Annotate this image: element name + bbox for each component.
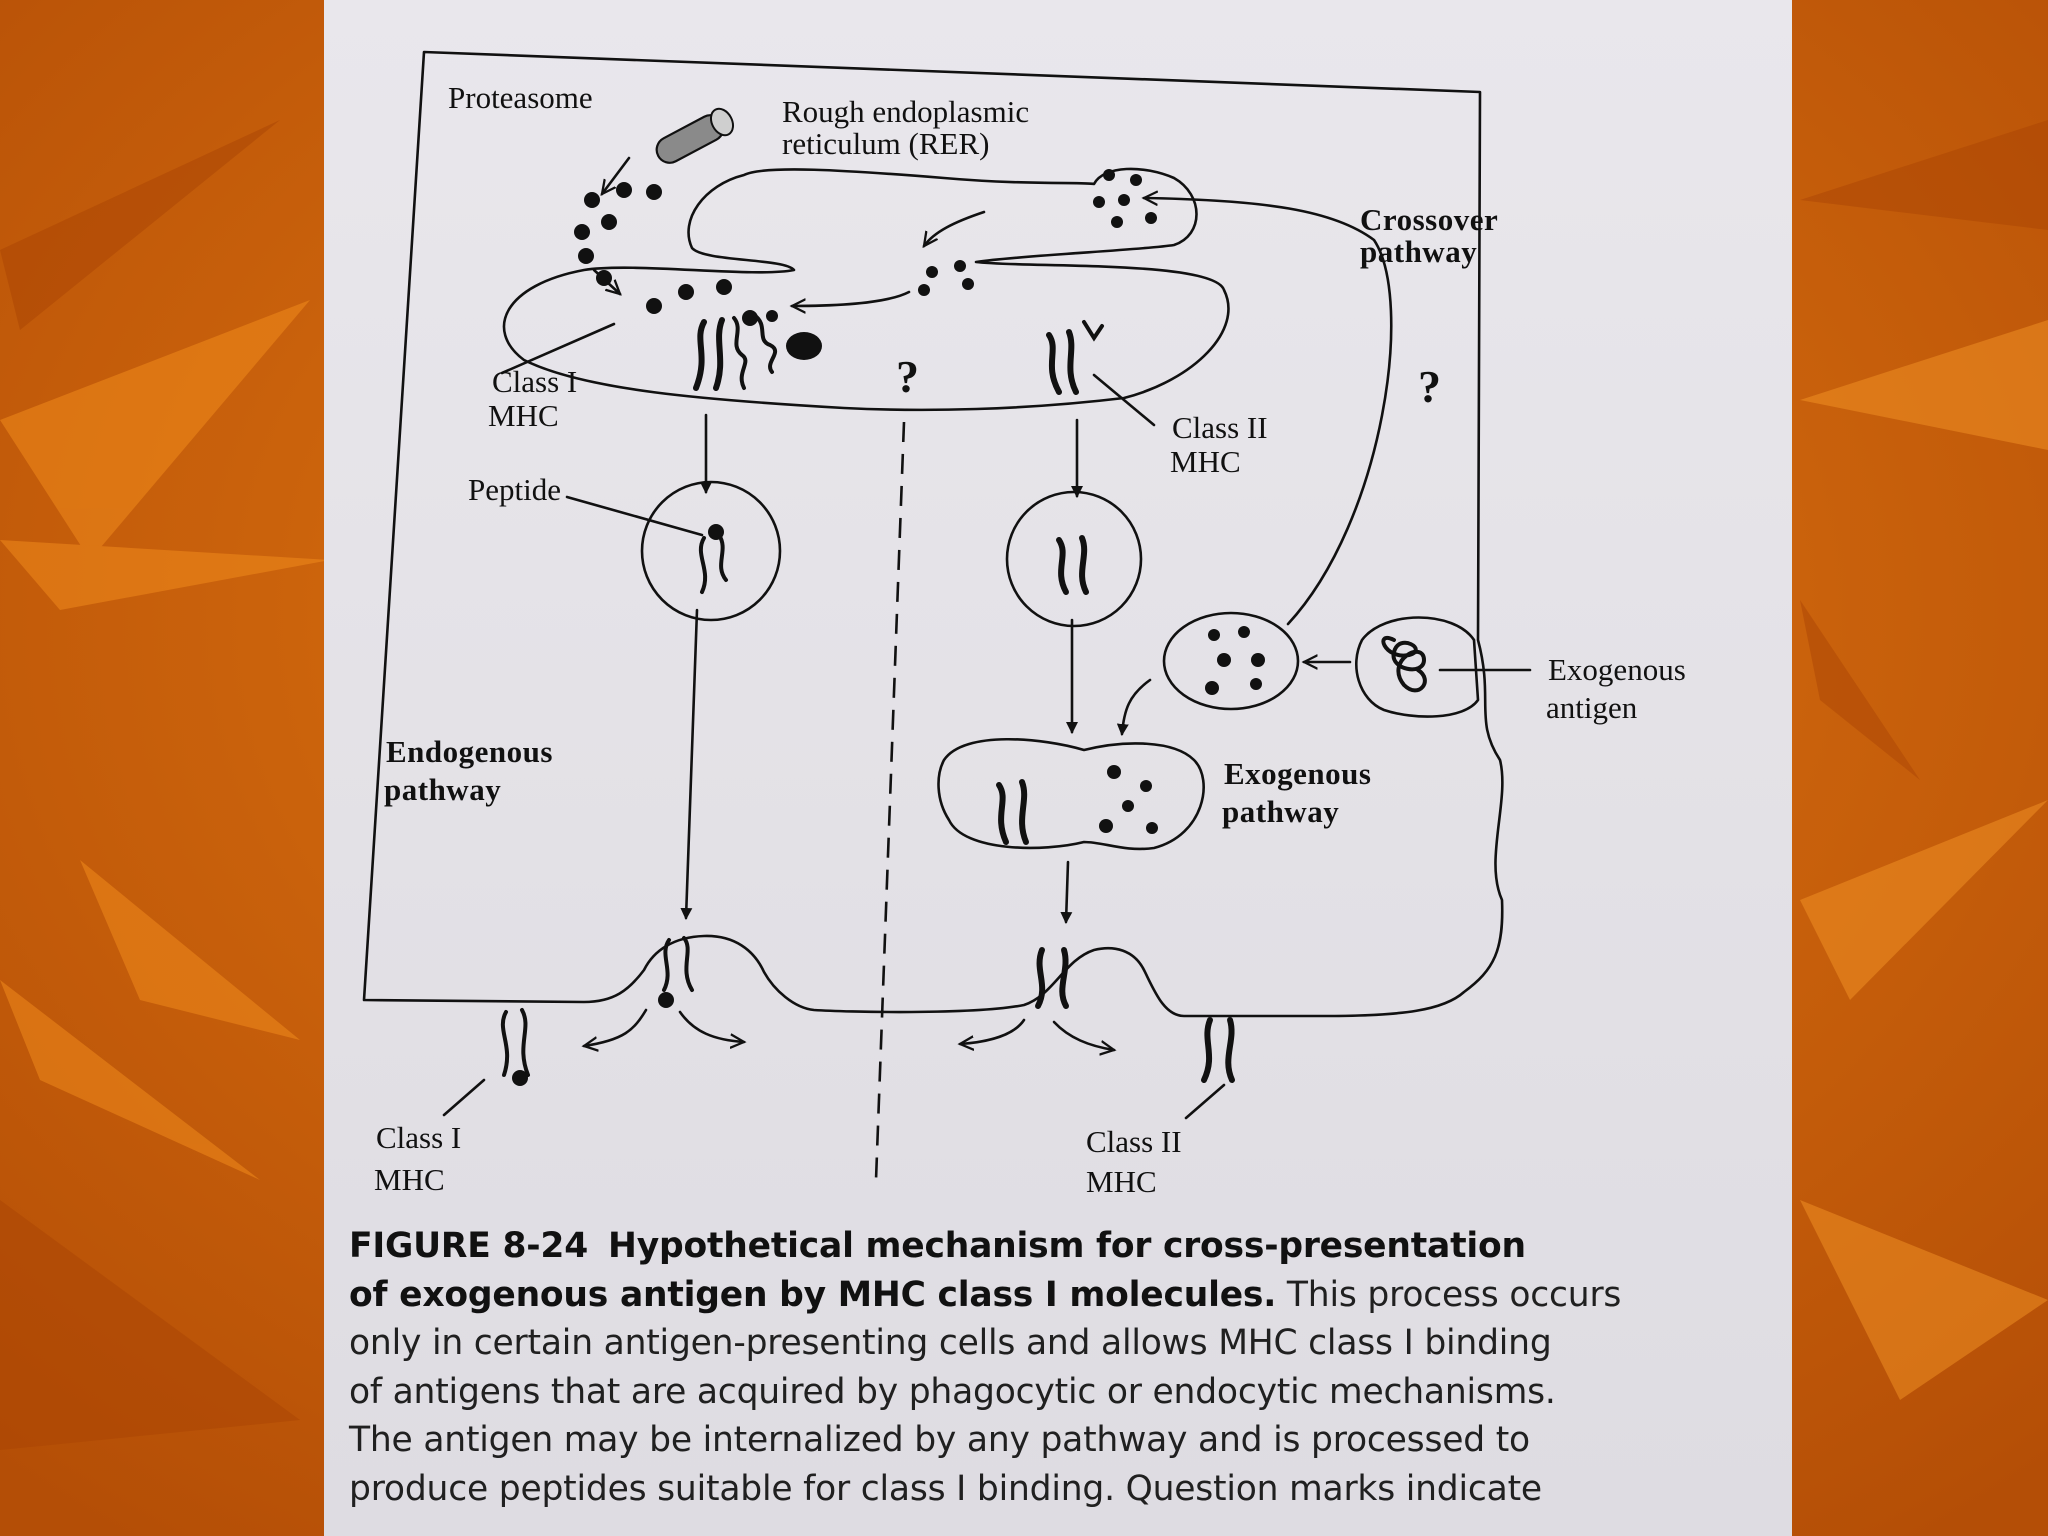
caption-title-2: of exogenous antigen by MHC class I mole…	[349, 1274, 1277, 1315]
peptide-dots	[574, 169, 1265, 834]
label-exo-antigen-2: antigen	[1546, 690, 1638, 725]
caption-line-2: of exogenous antigen by MHC class I mole…	[349, 1271, 1789, 1320]
figure-number: FIGURE 8-24	[349, 1226, 589, 1266]
label-proteasome: Proteasome	[448, 80, 593, 115]
vesicle-class2	[1005, 490, 1143, 628]
cross-presentation-diagram: Proteasome Rough endoplasmic reticulum (…	[362, 50, 1686, 1199]
leaf-decoration-left	[0, 300, 330, 1180]
caption-line-4: of antigens that are acquired by phagocy…	[349, 1371, 1556, 1412]
label-exo-pathway-1: Exogenous	[1224, 756, 1371, 791]
class2-mhc-icon	[1046, 320, 1104, 395]
label-peptide: Peptide	[468, 472, 561, 507]
caption-body-2: This process occurs	[1286, 1274, 1622, 1315]
vesicle-antigen	[1162, 611, 1300, 711]
pathway-divider	[874, 421, 906, 1181]
label-exo-pathway-2: pathway	[1222, 794, 1339, 829]
vesicle-class1	[640, 480, 782, 622]
label-endogenous-2: pathway	[384, 772, 501, 807]
label-endogenous-1: Endogenous	[386, 734, 553, 769]
caption-line-5: The antigen may be internalized by any p…	[349, 1420, 1530, 1460]
caption-title-1: Hypothetical mechanism for cross-present…	[608, 1226, 1526, 1266]
exogenous-antigen-icon	[1381, 636, 1427, 693]
class2-mhc-surface-icon	[1201, 1017, 1235, 1083]
proteasome-icon	[655, 107, 735, 164]
class2-mhc-exo-vesicle-icon	[996, 779, 1029, 845]
vesicle-exogenous	[937, 737, 1205, 851]
label-class1-top-2: MHC	[488, 398, 559, 433]
class2-mhc-exocytic-icon	[1035, 947, 1069, 1009]
caption-line-3: only in certain antigen-presenting cells…	[349, 1323, 1552, 1363]
class1-mhc-surface-icon	[500, 1008, 530, 1077]
label-class2-bottom-1: Class II	[1086, 1124, 1182, 1159]
question-mark-left: ?	[896, 351, 919, 402]
caption-line-6: produce peptides suitable for class I bi…	[349, 1468, 1542, 1509]
label-class2-top-1: Class II	[1172, 410, 1268, 445]
label-class1-bottom-2: MHC	[374, 1162, 445, 1197]
crossover-arrow	[1144, 198, 1393, 626]
class1-mhc-vesicle-icon	[698, 533, 728, 594]
phagosome	[1354, 616, 1480, 718]
label-class2-bottom-2: MHC	[1086, 1164, 1157, 1199]
class1-mhc-icon	[693, 313, 778, 391]
rer-membrane	[502, 167, 1230, 412]
label-crossover-1: Crossover	[1360, 202, 1498, 237]
label-class1-bottom-1: Class I	[376, 1120, 461, 1155]
label-class1-top-1: Class I	[492, 364, 577, 399]
label-crossover-2: pathway	[1360, 234, 1477, 269]
class2-mhc-vesicle-icon	[1056, 535, 1089, 595]
figure-caption: FIGURE 8-24 Hypothetical mechanism for cr…	[349, 1222, 1789, 1513]
caption-line-1: FIGURE 8-24 Hypothetical mechanism for cr…	[349, 1222, 1789, 1271]
question-mark-right: ?	[1418, 361, 1441, 412]
label-class2-top-2: MHC	[1170, 444, 1241, 479]
leaf-decoration-right	[1800, 320, 2048, 1400]
textbook-page: Proteasome Rough endoplasmic reticulum (…	[324, 0, 1792, 1536]
diagram-labels: Proteasome Rough endoplasmic reticulum (…	[374, 80, 1686, 1199]
label-rer-1: Rough endoplasmic	[782, 94, 1029, 129]
label-rer-2: reticulum (RER)	[782, 126, 989, 161]
cell-membrane	[362, 50, 1504, 1018]
class1-mhc-exocytic-icon	[662, 936, 694, 992]
label-exo-antigen-1: Exogenous	[1548, 652, 1686, 687]
